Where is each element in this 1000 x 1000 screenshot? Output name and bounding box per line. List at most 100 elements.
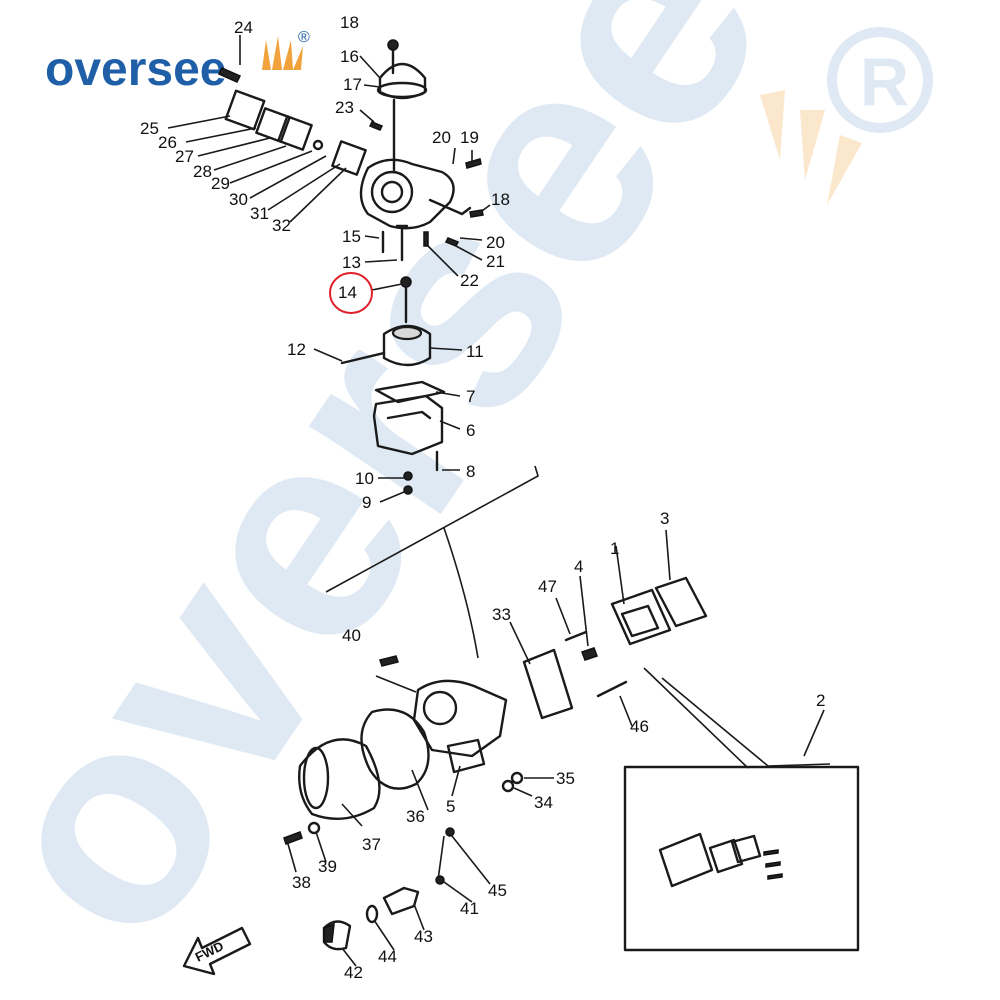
label-part-31: 31	[250, 204, 269, 223]
part-34-washer	[501, 779, 515, 793]
label-part-23: 23	[335, 98, 354, 117]
part-37-silencer	[298, 738, 381, 820]
part-2-reed-plate	[708, 838, 744, 874]
label-part-13: 13	[342, 253, 361, 272]
label-part-10: 10	[355, 469, 374, 488]
part-3-gasket	[654, 576, 708, 628]
label-part-22: 22	[460, 271, 479, 290]
label-part-12: 12	[287, 340, 306, 359]
part-28-plate	[277, 115, 313, 151]
label-part-20-top: 20	[432, 128, 451, 147]
label-part-32: 32	[272, 216, 291, 235]
part-45-line	[437, 835, 445, 881]
assembly-bracket-line	[325, 465, 539, 659]
part-1-reed-block	[610, 588, 672, 646]
label-part-18-right: 18	[491, 190, 510, 209]
carburetor-main	[412, 679, 508, 758]
part-2-inset	[623, 667, 860, 952]
brand-logo: oversee ®	[45, 29, 310, 96]
carburetor-bore	[370, 170, 414, 214]
part-23-screw	[368, 121, 384, 131]
part-18-right-screw	[469, 209, 484, 218]
part-11-float-top	[391, 325, 423, 341]
label-part-36: 36	[406, 807, 425, 826]
part-46-stud	[596, 680, 628, 698]
part-14-jet	[400, 276, 412, 288]
label-part-14: 14	[338, 283, 357, 302]
label-part-20-right: 20	[486, 233, 505, 252]
label-part-39: 39	[318, 857, 337, 876]
part-22-screw	[423, 231, 429, 247]
part-42-cap-face	[323, 922, 335, 943]
part-27-diaphragm	[255, 107, 291, 143]
part-33-gasket	[522, 648, 574, 720]
brand-logo-text: oversee	[45, 43, 226, 96]
part-36-plate	[360, 708, 430, 790]
label-part-42: 42	[344, 963, 363, 982]
carburetor-lower-assembly	[283, 576, 708, 951]
label-part-9: 9	[362, 493, 371, 512]
part-2-reed-petal	[730, 834, 762, 864]
carburetor-bore-inner	[380, 180, 404, 204]
label-part-24: 24	[234, 18, 253, 37]
label-part-41: 41	[460, 899, 479, 918]
leader-lines	[167, 35, 825, 967]
label-part-40: 40	[342, 626, 361, 645]
part-10-washer	[403, 471, 413, 481]
label-part-2: 2	[816, 691, 825, 710]
part-41-nut	[435, 875, 445, 885]
watermark-registered-circle	[827, 27, 933, 133]
part-17-gasket	[376, 81, 428, 99]
label-part-28: 28	[193, 162, 212, 181]
label-part-46: 46	[630, 717, 649, 736]
part-45-nut	[445, 827, 455, 837]
part-43-knob	[382, 886, 420, 916]
part-38-bolt	[283, 831, 303, 845]
part-9-drain-screw	[403, 485, 413, 495]
part-13-needle-valve	[395, 224, 409, 262]
label-part-29: 29	[211, 174, 230, 193]
part-2-reed-body	[658, 832, 714, 888]
label-part-47: 47	[538, 577, 557, 596]
registered-mark: ®	[298, 29, 310, 46]
watermark-flame-icon	[760, 90, 862, 205]
part-7-gasket	[374, 380, 446, 404]
part-labels: 24 18 16 17 23 25 26 27 28 29 30 31 32 2…	[140, 13, 825, 982]
label-part-30: 30	[229, 190, 248, 209]
carburetor-main-bore	[422, 690, 458, 726]
label-part-21: 21	[486, 252, 505, 271]
label-part-3: 3	[660, 509, 669, 528]
label-part-38: 38	[292, 873, 311, 892]
flame-icon	[262, 36, 303, 70]
label-part-19: 19	[460, 128, 479, 147]
watermark-registered-letter: R	[860, 44, 909, 120]
label-part-43: 43	[414, 927, 433, 946]
label-part-26: 26	[158, 133, 177, 152]
label-part-7: 7	[466, 387, 475, 406]
part-35-washer	[510, 771, 524, 785]
label-part-44: 44	[378, 947, 397, 966]
part-30-seal	[312, 139, 324, 151]
label-part-17: 17	[343, 75, 362, 94]
label-part-37: 37	[362, 835, 381, 854]
label-part-27: 27	[175, 147, 194, 166]
label-part-18-top: 18	[340, 13, 359, 32]
part-42-cap	[322, 920, 352, 951]
part-2-callout-line	[643, 667, 831, 769]
label-part-33: 33	[492, 605, 511, 624]
watermark: oversee R	[0, 0, 933, 996]
part-25-cover	[224, 89, 266, 131]
part-37-silencer-face	[302, 746, 330, 810]
part-40-leader	[375, 675, 417, 693]
label-part-5: 5	[446, 797, 455, 816]
label-part-6: 6	[466, 421, 475, 440]
part-47-stud	[564, 630, 588, 642]
part-18-top-screw-head	[387, 39, 399, 51]
part-4-bolt	[581, 647, 598, 661]
label-part-11: 11	[466, 342, 484, 361]
label-part-15: 15	[342, 227, 361, 246]
label-part-35: 35	[556, 769, 575, 788]
label-part-16: 16	[340, 47, 359, 66]
